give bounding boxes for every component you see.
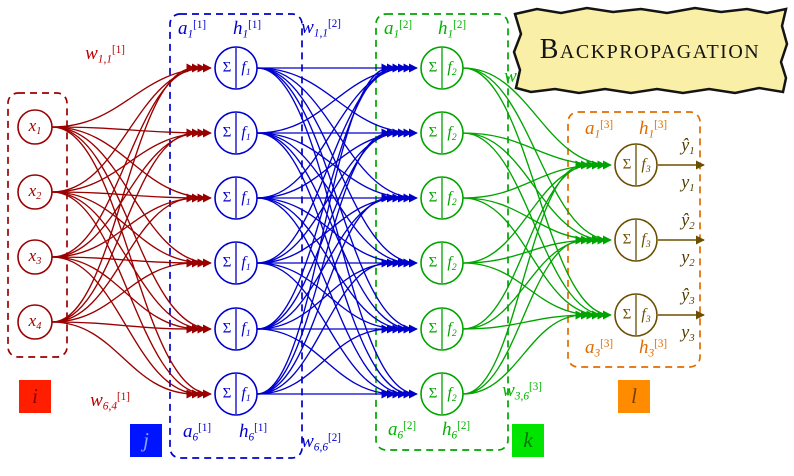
connection <box>51 191 207 399</box>
input-layer-index-tag: i <box>19 380 51 413</box>
connection <box>51 256 201 334</box>
connection <box>51 193 201 258</box>
page-title: Backpropagation <box>539 34 761 65</box>
connection <box>51 321 196 334</box>
connection <box>51 128 196 323</box>
connection <box>51 63 201 258</box>
connection <box>256 63 402 264</box>
connection <box>51 256 201 268</box>
connection <box>256 328 396 399</box>
connection <box>462 160 590 330</box>
neuron-circle <box>17 174 53 210</box>
connection <box>256 63 391 395</box>
connection <box>256 67 418 399</box>
neuron-circle <box>17 304 53 340</box>
connection <box>51 191 207 203</box>
neuron-circle <box>17 239 53 275</box>
connection <box>256 128 391 395</box>
connection <box>256 197 407 399</box>
hidden1-layer-index-tag: j <box>130 424 162 457</box>
output-layer-index-tag: l <box>618 380 650 413</box>
connection <box>462 160 601 199</box>
connection <box>51 191 207 268</box>
connection <box>51 258 196 323</box>
connection <box>256 67 418 268</box>
neuron-circle <box>17 109 53 145</box>
connection <box>256 262 402 334</box>
connection <box>256 128 396 330</box>
connection <box>462 310 590 330</box>
connection <box>256 324 391 395</box>
connection <box>51 63 196 323</box>
layer-box-hidden2 <box>375 13 509 451</box>
torn-paper-polygon <box>512 6 789 95</box>
connection <box>256 193 391 395</box>
connection <box>462 67 612 245</box>
connection <box>462 262 596 320</box>
connection <box>51 126 212 334</box>
layer-box-hidden1 <box>169 13 303 459</box>
connection <box>462 160 585 395</box>
connection <box>256 132 413 334</box>
connection <box>462 132 607 320</box>
connection <box>256 258 391 395</box>
connection <box>51 63 212 128</box>
connection <box>462 132 607 245</box>
connection <box>51 128 207 193</box>
connection <box>462 67 612 320</box>
connection <box>51 321 196 399</box>
connection <box>462 235 585 395</box>
connection <box>462 197 601 320</box>
connection <box>256 63 396 330</box>
connection <box>462 310 585 395</box>
title-box: Backpropagation <box>509 4 791 96</box>
connection <box>51 193 196 323</box>
hidden2-layer-index-tag: k <box>512 424 544 457</box>
torn-paper-shape <box>512 6 789 95</box>
